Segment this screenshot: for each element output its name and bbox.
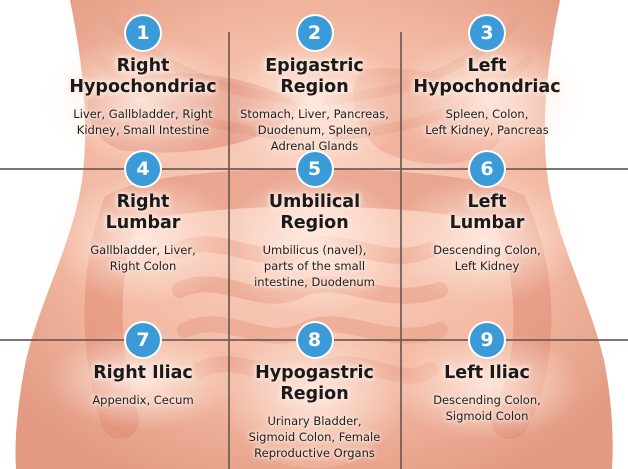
region-left-hypochondriac: 3 Left Hypochondriac Spleen, Colon, Left… (401, 16, 573, 138)
region-organs: Urinary Bladder, Sigmoid Colon, Female R… (248, 414, 381, 460)
region-organs: Descending Colon, Sigmoid Colon (433, 393, 541, 423)
region-left-iliac: 9 Left Iliac Descending Colon, Sigmoid C… (401, 323, 573, 424)
region-title: Umbilical Region (268, 192, 361, 233)
region-organs: Spleen, Colon, Left Kidney, Pancreas (425, 107, 549, 137)
region-number-badge: 8 (297, 323, 332, 357)
region-number-badge: 7 (126, 323, 160, 357)
region-title: Epigastric Region (265, 56, 364, 97)
region-number-badge: 1 (126, 16, 160, 50)
region-title: Right Lumbar (105, 192, 181, 233)
grid-line-vertical-left (228, 32, 230, 469)
region-title: Right Iliac (93, 363, 193, 383)
region-organs: Umbilicus (navel), parts of the small in… (254, 243, 375, 289)
region-title: Left Iliac (444, 363, 530, 383)
region-right-lumbar: 4 Right Lumbar Gallbladder, Liver, Right… (58, 152, 228, 274)
region-title: Left Lumbar (449, 192, 525, 233)
grid-line-vertical-right (400, 32, 402, 469)
region-organs: Descending Colon, Left Kidney (433, 243, 541, 273)
region-number-badge: 3 (470, 16, 504, 50)
region-number-badge: 9 (470, 323, 504, 357)
region-title: Left Hypochondriac (413, 56, 561, 97)
region-number-badge: 5 (297, 152, 332, 186)
region-organs: Gallbladder, Liver, Right Colon (90, 243, 196, 273)
region-number-badge: 4 (126, 152, 160, 186)
region-organs: Appendix, Cecum (92, 393, 194, 407)
region-right-iliac: 7 Right Iliac Appendix, Cecum (58, 323, 228, 408)
region-number-badge: 2 (297, 16, 332, 50)
label-glows (43, 35, 587, 465)
region-title: Right Hypochondriac (69, 56, 217, 97)
region-left-lumbar: 6 Left Lumbar Descending Colon, Left Kid… (401, 152, 573, 274)
region-organs: Stomach, Liver, Pancreas, Duodenum, Sple… (240, 107, 389, 153)
region-epigastric: 2 Epigastric Region Stomach, Liver, Panc… (229, 16, 400, 154)
region-umbilical: 5 Umbilical Region Umbilicus (navel), pa… (229, 152, 400, 290)
region-number-badge: 6 (470, 152, 504, 186)
region-right-hypochondriac: 1 Right Hypochondriac Liver, Gallbladder… (58, 16, 228, 138)
region-hypogastric: 8 Hypogastric Region Urinary Bladder, Si… (229, 323, 400, 461)
region-title: Hypogastric Region (255, 363, 374, 404)
region-organs: Liver, Gallbladder, Right Kidney, Small … (73, 107, 213, 137)
